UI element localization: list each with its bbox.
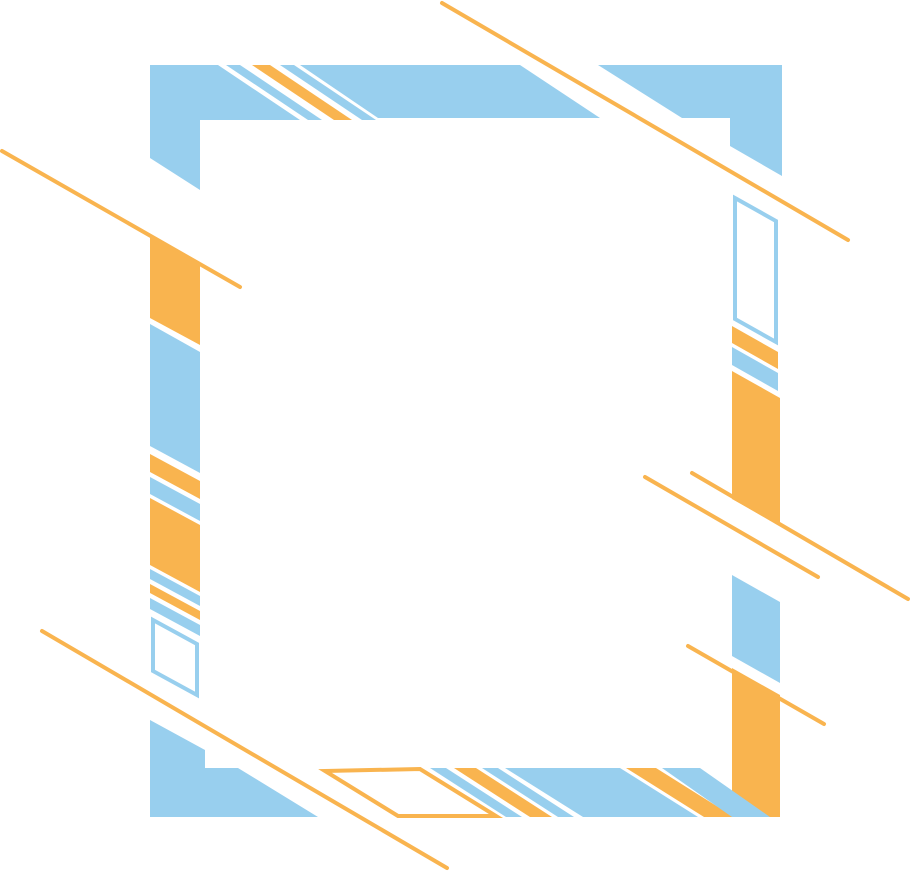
frame-left-edge [150, 235, 200, 699]
bottom-outline-parallelogram [318, 766, 504, 818]
left-stripe-blue-1 [150, 477, 200, 521]
bottom-left-corner-piece [150, 720, 318, 817]
top-stripe-blue-2 [280, 65, 376, 120]
accent-line-right-bottom [686, 644, 826, 726]
right-orange-block [732, 371, 780, 526]
bottom-stripe-blue-2 [482, 768, 574, 817]
top-stripe-orange-1 [252, 65, 352, 120]
bottom-stripe-orange-1 [454, 768, 552, 817]
top-main-band [300, 65, 600, 118]
right-outline-parallelogram [733, 194, 778, 346]
frame-top-edge [150, 65, 782, 190]
accent-line-bottom [40, 629, 449, 870]
accent-line-right-outer [690, 471, 910, 601]
top-stripe-blue-1 [226, 65, 322, 120]
left-stripe-orange-1 [150, 454, 200, 499]
bottom-main-band [505, 768, 698, 817]
right-stripe-blue-1 [732, 347, 778, 391]
left-orange-block-bottom [150, 498, 200, 592]
accent-line-right-inner [643, 475, 820, 579]
accent-line-top [440, 1, 850, 242]
left-outline-parallelogram [151, 616, 199, 699]
accent-line-left [0, 149, 242, 289]
top-right-corner-piece [598, 65, 782, 176]
left-stripe-orange-2 [150, 584, 200, 620]
left-stripe-blue-2 [150, 569, 200, 606]
right-orange-corner-piece [732, 668, 780, 817]
frame-right-edge [732, 194, 780, 817]
bottom-stripe-orange-2 [626, 768, 734, 817]
right-blue-block-lower [732, 575, 780, 683]
right-stripe-orange-1 [732, 326, 778, 369]
bottom-stripe-blue-3 [662, 768, 770, 817]
left-orange-block-top [150, 235, 200, 345]
bottom-stripe-blue-1 [430, 768, 522, 817]
frame-bottom-edge [150, 720, 770, 818]
left-stripe-blue-3 [150, 598, 200, 636]
left-blue-block [150, 324, 200, 473]
top-left-corner-piece [150, 65, 300, 190]
